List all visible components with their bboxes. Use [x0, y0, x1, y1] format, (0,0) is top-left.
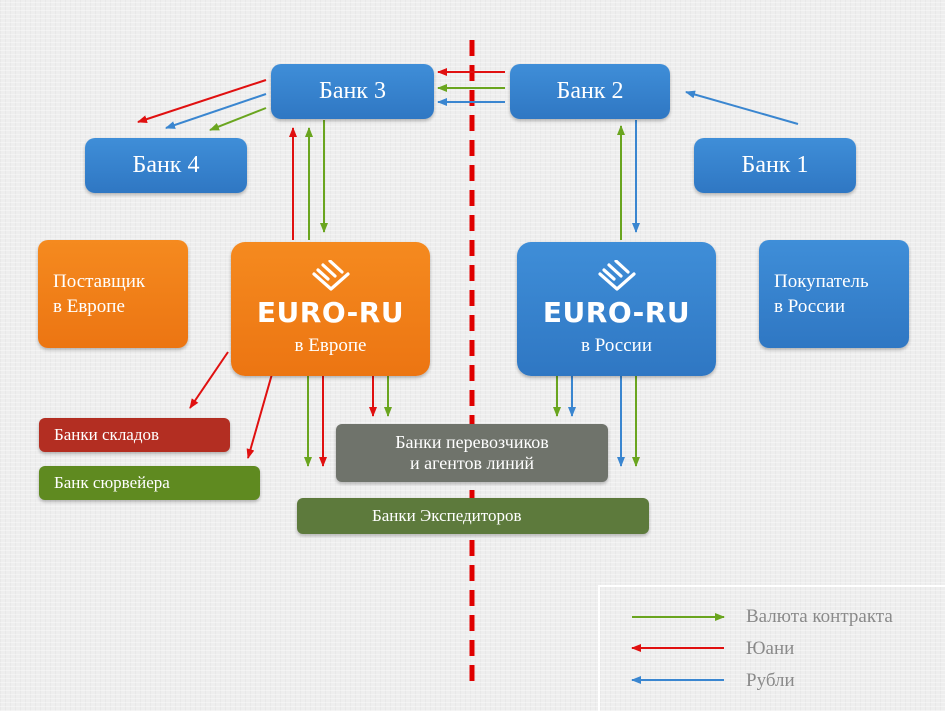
warehouses-banks-label: Банки складов [54, 425, 160, 444]
buyer-russia-box: Покупатель в России [759, 240, 909, 348]
legend-yuan-label: Юани [746, 638, 795, 659]
bank2-label: Банк 2 [556, 78, 624, 104]
euro-ru-logo-icon [311, 260, 350, 291]
legend-panel [598, 585, 945, 711]
carriers-banks-label-line2: и агентов линий [409, 453, 535, 473]
buyer-label-line2: в России [774, 296, 845, 317]
arrow-bank1-bank2-rubles [685, 90, 799, 125]
forwarders-banks-label: Банки Экспедиторов [372, 506, 522, 525]
arrow-euro-europe-warehouses-yuan [189, 351, 229, 409]
arrow-bank3-bank4-contract [209, 107, 267, 131]
warehouses-banks-box: Банки складов [39, 418, 230, 452]
arrow-euro-europe-surveyor-yuan [246, 373, 273, 459]
euro-ru-russia-location: в России [581, 335, 652, 356]
arrow-bank3-bank4-rubles [165, 93, 267, 129]
carriers-banks-label-line1: Банки перевозчиков [395, 432, 549, 452]
bank3-box: Банк 3 [271, 64, 434, 119]
legend-rubles-label: Рубли [746, 670, 795, 691]
euro-ru-russia-brand: EURO-RU [542, 296, 691, 329]
euro-ru-europe-location: в Европе [294, 335, 367, 356]
euro-ru-europe-brand: EURO-RU [256, 296, 405, 329]
bank1-label: Банк 1 [741, 152, 809, 178]
bank3-label: Банк 3 [319, 78, 386, 104]
arrow-bank3-bank4-yuan [137, 79, 267, 123]
forwarders-banks-box: Банки Экспедиторов [297, 498, 649, 534]
buyer-label-line1: Покупатель [774, 271, 869, 292]
supplier-label-line2: в Европе [53, 296, 125, 317]
supplier-europe-box: Поставщик в Европе [38, 240, 188, 348]
bank4-box: Банк 4 [85, 138, 247, 193]
bank2-box: Банк 2 [510, 64, 670, 119]
euro-ru-russia-box: EURO-RU в России [517, 242, 716, 376]
bank1-box: Банк 1 [694, 138, 856, 193]
bank4-label: Банк 4 [132, 152, 200, 178]
supplier-label-line1: Поставщик [53, 271, 146, 292]
legend-contract-label: Валюта контракта [746, 606, 893, 627]
euro-ru-logo-icon [597, 260, 636, 291]
surveyor-bank-label: Банк сюрвейера [54, 473, 170, 492]
carriers-banks-box: Банки перевозчиков и агентов линий [336, 424, 608, 482]
euro-ru-europe-box: EURO-RU в Европе [231, 242, 430, 376]
surveyor-bank-box: Банк сюрвейера [39, 466, 260, 500]
